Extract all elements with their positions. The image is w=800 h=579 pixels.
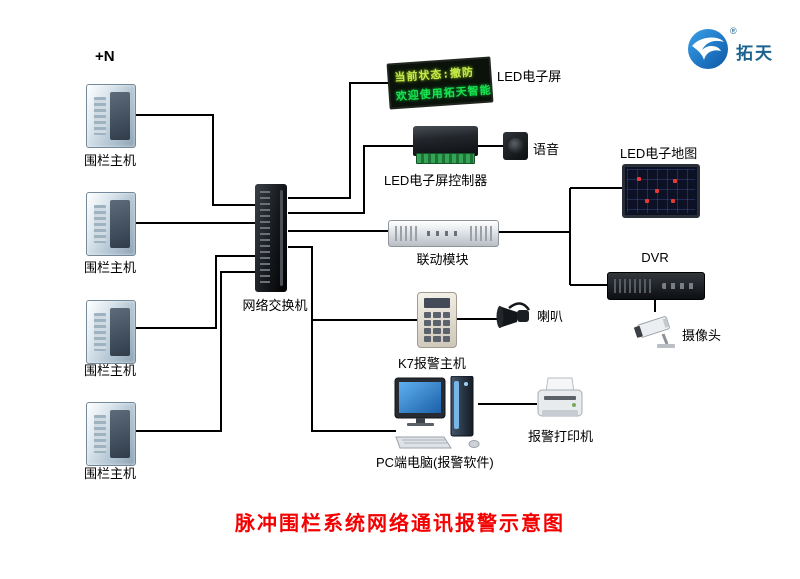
led-controller-device [413, 126, 478, 166]
k7-key [424, 312, 432, 318]
fence-host-vent [94, 415, 106, 453]
k7-key [442, 312, 450, 318]
led-controller-label: LED电子屏控制器 [384, 173, 488, 188]
led-screen-device: 当前状态:撤防 欢迎使用拓天智能 [386, 56, 494, 110]
k7-key [433, 320, 441, 326]
voice-label: 语音 [533, 142, 560, 157]
fence-host-device-1 [86, 84, 136, 148]
k7-keypad [424, 312, 450, 342]
brand-logo: ® 拓天 [686, 26, 796, 74]
registered-mark: ® [730, 26, 737, 36]
k7-key [433, 312, 441, 318]
linkage-vent-left [395, 226, 417, 241]
led-map-grid [627, 169, 695, 213]
horn-label: 喇叭 [537, 309, 564, 324]
wire-switch-pc [288, 246, 396, 432]
wire-switch-ledctrl [288, 145, 413, 214]
k7-key [442, 320, 450, 326]
led-map-device [622, 164, 700, 218]
linkage-module-device [388, 220, 499, 247]
k7-key [433, 336, 441, 342]
k7-key [424, 320, 432, 326]
dvr-label: DVR [641, 250, 669, 265]
wire-host4-switch [134, 271, 255, 432]
horn-icon [496, 302, 531, 328]
map-marker [655, 189, 659, 193]
logo-icon [688, 29, 728, 69]
k7-key [433, 328, 441, 334]
led-map-label: LED电子地图 [620, 146, 698, 161]
pc-icon [394, 376, 480, 449]
switch-edge [280, 190, 283, 286]
wire-switch-ledscreen [288, 82, 390, 199]
network-switch-label: 网络交换机 [242, 298, 308, 313]
fence-host-panel [110, 92, 130, 140]
map-marker [671, 199, 675, 203]
wire-host1-switch [134, 114, 255, 206]
map-marker [637, 177, 641, 181]
printer-label: 报警打印机 [528, 429, 594, 444]
led-screen-label: LED电子屏 [497, 69, 562, 84]
speaker-cone [507, 138, 524, 154]
pc-label: PC端电脑(报警软件) [376, 455, 494, 470]
diagram-title: 脉冲围栏系统网络通讯报警示意图 [235, 513, 565, 535]
led-controller-body [413, 126, 478, 156]
k7-alarm-host-device [417, 292, 457, 348]
k7-key [442, 336, 450, 342]
fence-host-label-3: 围栏主机 [83, 363, 136, 378]
map-marker [673, 179, 677, 183]
fence-host-vent [94, 97, 106, 135]
fence-host-device-4 [86, 402, 136, 466]
fence-host-label-1: 围栏主机 [83, 153, 136, 168]
plus-n-label: +N [95, 48, 115, 65]
linkage-vent-right [470, 226, 492, 241]
k7-screen [424, 298, 450, 308]
fence-host-device-3 [86, 300, 136, 364]
fence-host-panel [110, 410, 130, 458]
k7-key [424, 328, 432, 334]
wire-host3-switch [134, 255, 255, 329]
k7-host-label: K7报警主机 [398, 356, 466, 371]
fence-host-vent [94, 205, 106, 243]
map-marker [645, 199, 649, 203]
led-screen-text-line2: 欢迎使用拓天智能 [395, 82, 493, 103]
linkage-module-label: 联动模块 [416, 252, 469, 267]
fence-host-panel [110, 200, 130, 248]
k7-key [442, 328, 450, 334]
fence-host-vent [94, 313, 106, 351]
printer-icon [537, 377, 583, 417]
fence-host-label-2: 围栏主机 [83, 260, 136, 275]
brand-name: 拓天 [736, 44, 774, 63]
dvr-device [607, 272, 705, 300]
fence-host-panel [110, 308, 130, 356]
voice-speaker-icon [503, 132, 528, 160]
fence-host-label-4: 围栏主机 [83, 466, 136, 481]
k7-key [424, 336, 432, 342]
dvr-vents [614, 279, 654, 293]
camera-label: 摄像头 [682, 328, 722, 343]
network-switch-device [255, 184, 287, 292]
switch-ports [260, 191, 270, 285]
camera-icon [634, 316, 675, 348]
dvr-buttons [662, 283, 696, 289]
fence-host-device-2 [86, 192, 136, 256]
led-controller-terminal [416, 153, 475, 164]
linkage-indicators [427, 231, 461, 236]
